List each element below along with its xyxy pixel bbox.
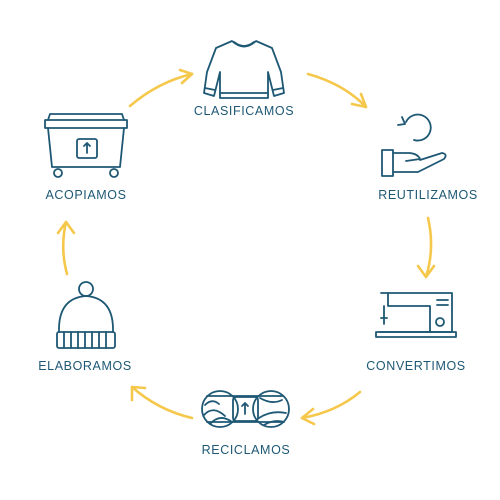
hand-reuse-icon	[381, 113, 447, 177]
label-acopiamos: ACOPIAMOS	[45, 188, 127, 202]
arrow-convertimos-to-reciclamos	[300, 390, 362, 420]
label-convertimos: CONVERTIMOS	[366, 359, 466, 373]
label-reciclamos: RECICLAMOS	[201, 443, 291, 457]
collection-bin-icon	[44, 113, 128, 178]
arrow-acopiamos-to-clasificamos	[128, 72, 194, 108]
label-reutilizamos: REUTILIZAMOS	[378, 188, 478, 202]
label-clasificamos: CLASIFICAMOS	[193, 104, 295, 118]
sweater-icon	[203, 40, 285, 99]
beanie-icon	[56, 281, 116, 349]
cycle-arrows	[56, 68, 436, 426]
arrow-convertimos-to-reciclamos-head	[300, 407, 316, 426]
yarn-ball-icon	[201, 390, 290, 428]
label-elaboramos: ELABORAMOS	[38, 359, 132, 373]
arrow-reciclamos-to-elaboramos-head	[130, 385, 147, 402]
arrow-reciclamos-to-elaboramos	[130, 385, 194, 420]
arrow-elaboramos-to-acopiamos	[61, 220, 69, 276]
arrow-reutilizamos-to-convertimos	[424, 216, 433, 279]
arrow-clasificamos-to-reutilizamos	[306, 72, 368, 109]
arrow-acopiamos-to-clasificamos-head	[178, 68, 194, 85]
arrow-clasificamos-to-reutilizamos-head	[350, 92, 368, 109]
arrow-elaboramos-to-acopiamos-head	[56, 220, 76, 235]
sewing-machine-icon	[375, 292, 457, 338]
arrow-reutilizamos-to-convertimos-head	[416, 264, 436, 279]
